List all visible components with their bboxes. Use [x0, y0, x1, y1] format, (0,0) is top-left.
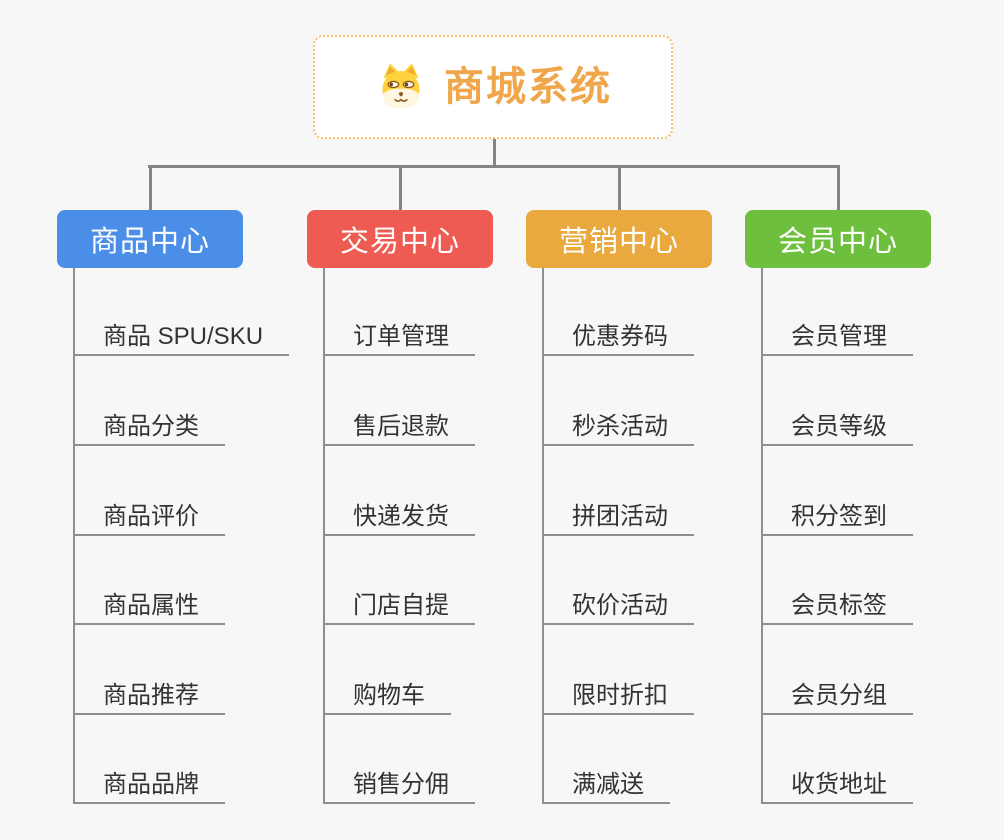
connector-drop — [398, 165, 402, 211]
leaf-node[interactable]: 商品评价 — [73, 496, 225, 536]
root-node[interactable]: 商城系统 — [313, 35, 673, 139]
leaf-node[interactable]: 商品属性 — [73, 585, 225, 625]
leaf-node[interactable]: 优惠券码 — [542, 316, 694, 356]
connector-branch-rail — [148, 165, 839, 168]
root-title: 商城系统 — [444, 65, 612, 109]
connector-root-trunk — [493, 139, 496, 167]
leaf-node[interactable]: 积分签到 — [761, 496, 913, 536]
leaf-node[interactable]: 满减送 — [542, 764, 670, 804]
leaf-node[interactable]: 门店自提 — [323, 585, 475, 625]
leaf-node[interactable]: 会员管理 — [761, 316, 913, 356]
connector-leaf-spine — [73, 268, 75, 804]
leaf-node[interactable]: 商品推荐 — [73, 675, 225, 715]
branch-node-1[interactable]: 交易中心 — [307, 210, 493, 268]
leaf-node[interactable]: 商品分类 — [73, 406, 225, 446]
leaf-node[interactable]: 售后退款 — [323, 406, 475, 446]
leaf-node[interactable]: 拼团活动 — [542, 496, 694, 536]
leaf-node[interactable]: 会员等级 — [761, 406, 913, 446]
connector-drop — [617, 165, 621, 211]
leaf-node[interactable]: 限时折扣 — [542, 675, 694, 715]
leaf-node[interactable]: 会员标签 — [761, 585, 913, 625]
leaf-node[interactable]: 购物车 — [323, 675, 451, 715]
leaf-node[interactable]: 商品 SPU/SKU — [73, 316, 290, 356]
branch-node-3[interactable]: 会员中心 — [745, 210, 931, 268]
leaf-node[interactable]: 商品品牌 — [73, 764, 225, 804]
dog-face-icon — [374, 61, 428, 113]
leaf-node[interactable]: 收货地址 — [761, 764, 913, 804]
connector-leaf-spine — [542, 268, 544, 804]
connector-leaf-spine — [761, 268, 763, 804]
leaf-node[interactable]: 订单管理 — [323, 316, 475, 356]
connector-leaf-spine — [323, 268, 325, 804]
branch-node-2[interactable]: 营销中心 — [526, 210, 712, 268]
leaf-node[interactable]: 砍价活动 — [542, 585, 694, 625]
leaf-node[interactable]: 会员分组 — [761, 675, 913, 715]
connector-drop — [836, 165, 840, 211]
leaf-node[interactable]: 快递发货 — [323, 496, 475, 536]
branch-node-0[interactable]: 商品中心 — [57, 210, 243, 268]
leaf-node[interactable]: 秒杀活动 — [542, 406, 694, 446]
connector-drop — [148, 165, 152, 211]
leaf-node[interactable]: 销售分佣 — [323, 764, 475, 804]
